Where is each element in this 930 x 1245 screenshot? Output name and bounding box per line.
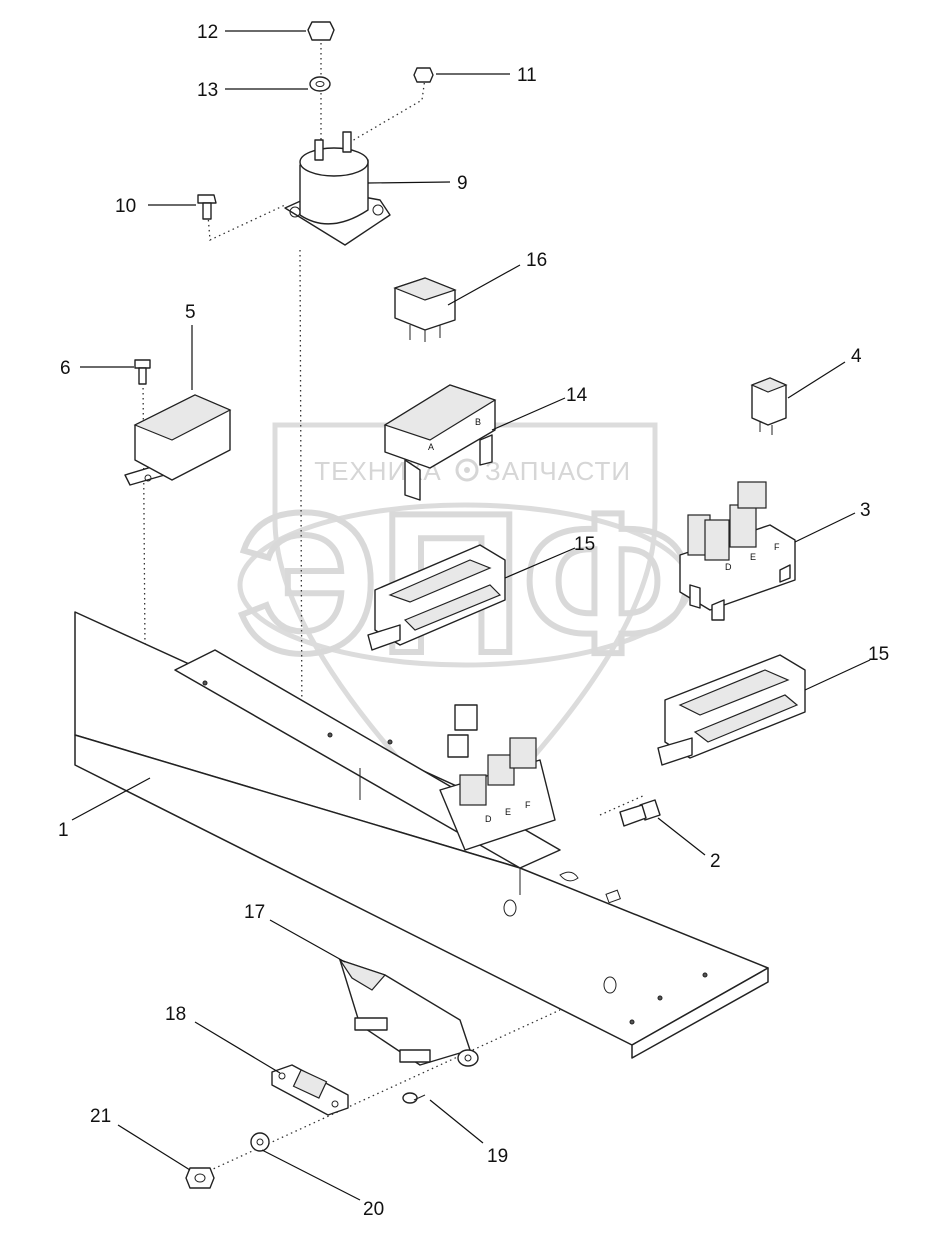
mounted-letter-f: F <box>525 800 531 810</box>
callout-4: 4 <box>851 346 862 367</box>
nut-12 <box>307 21 335 41</box>
fuse-holder-15-lower <box>657 654 806 766</box>
callout-2: 2 <box>710 851 721 872</box>
callout-6: 6 <box>60 358 71 379</box>
callout-11: 11 <box>517 65 537 86</box>
bolt-10 <box>197 194 217 220</box>
callout-20: 20 <box>363 1199 384 1220</box>
module-5 <box>124 394 232 486</box>
leader-lines <box>71 30 871 1201</box>
callout-3: 3 <box>860 500 871 521</box>
block14-letter-a: A <box>428 442 434 452</box>
bolt-2 <box>619 799 661 827</box>
breaker-17 <box>338 958 479 1067</box>
block3-letter-d: D <box>725 562 732 572</box>
relay-16 <box>393 277 457 342</box>
callout-16: 16 <box>526 250 547 271</box>
callout-19: 19 <box>487 1146 508 1167</box>
fuse-block-14: A B <box>383 384 497 501</box>
fuse-holder-15-upper <box>367 544 506 651</box>
fuse-link-18 <box>271 1064 349 1116</box>
callout-5: 5 <box>185 302 196 323</box>
callout-13: 13 <box>197 80 218 101</box>
relay-block-3: D E F <box>679 481 796 621</box>
callout-1: 1 <box>58 820 69 841</box>
callout-21: 21 <box>90 1106 111 1127</box>
callout-17: 17 <box>244 902 265 923</box>
block3-letter-f: F <box>774 542 780 552</box>
callout-10: 10 <box>115 196 136 217</box>
watermark-right-text: ЗАПЧАСТИ <box>485 456 631 486</box>
callout-15-lower: 15 <box>868 644 889 665</box>
nut-21 <box>185 1167 215 1189</box>
mounted-letter-e: E <box>505 807 511 817</box>
lock-washer-20 <box>250 1132 270 1152</box>
block3-letter-e: E <box>750 552 756 562</box>
watermark-gear-icon <box>455 458 479 482</box>
callout-12: 12 <box>197 22 218 43</box>
screw-6 <box>134 359 151 385</box>
mounted-letter-d: D <box>485 814 492 824</box>
callout-15-upper: 15 <box>574 534 595 555</box>
callout-labels: 12 13 11 9 10 16 5 6 4 14 3 15 15 1 2 17… <box>58 22 889 1220</box>
washer-13 <box>309 76 331 92</box>
block14-letter-b: B <box>475 417 481 427</box>
callout-18: 18 <box>165 1004 186 1025</box>
callout-14: 14 <box>566 385 588 406</box>
callout-9: 9 <box>457 173 468 194</box>
mounted-relay-block: D E F <box>439 704 556 851</box>
screw-19 <box>402 1092 426 1104</box>
nut-11 <box>413 67 434 83</box>
relay-4 <box>750 377 788 435</box>
solenoid <box>284 131 391 246</box>
